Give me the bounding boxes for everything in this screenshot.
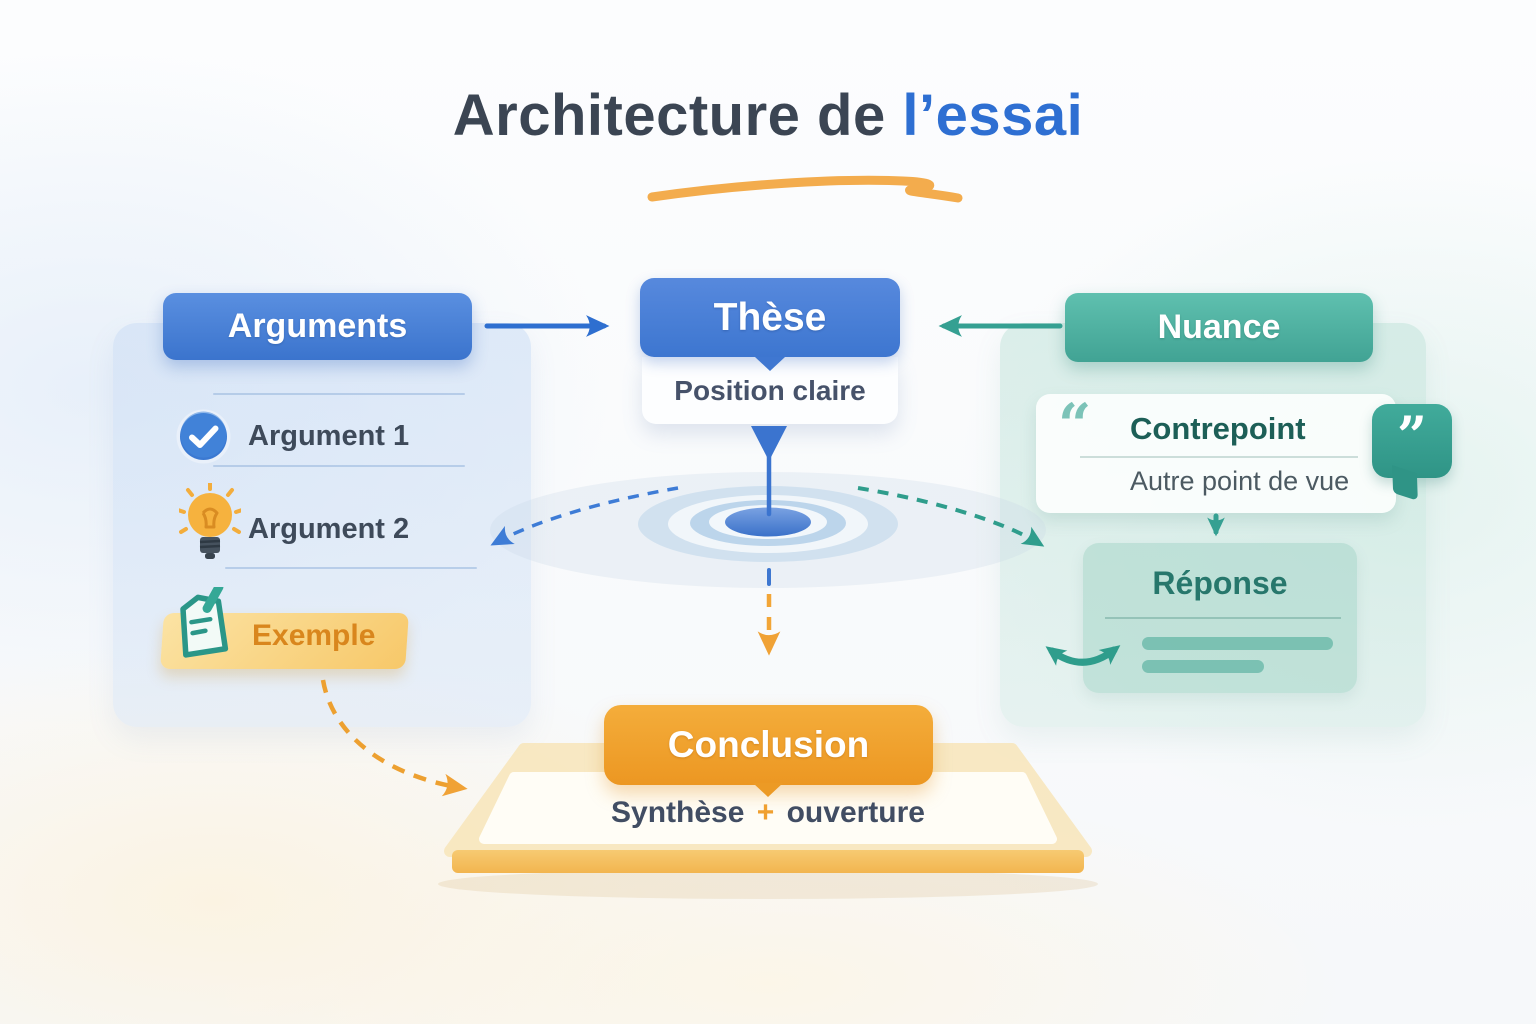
open-quote-icon: “ [1058,391,1092,459]
synthese-label: Synthèse [611,796,745,829]
nuance-header: Nuance [1065,293,1373,362]
exemple-label: Exemple [252,619,376,652]
lightbulb-icon [179,483,241,559]
check-circle-icon [176,409,231,464]
conclusion-pointer [753,783,783,797]
contrepoint-card: “ Contrepoint Autre point de vue [1036,394,1396,513]
reponse-card: Réponse [1083,543,1357,693]
these-title: Thèse [640,278,900,357]
divider [225,567,477,569]
contrepoint-title: Contrepoint [1130,411,1306,446]
page-title-accent: l’essai [902,83,1084,148]
nuance-panel: Nuance “ Contrepoint Autre point de vue … [1000,293,1426,727]
ripple-target [638,486,898,562]
conclusion-subtitle: Synthèse + ouverture [530,796,1006,830]
divider [213,393,465,395]
plus-sign: + [756,796,775,829]
these-down-arrowhead [751,426,787,461]
close-quote-icon: ” [1397,406,1427,467]
note-pencil-icon [180,587,229,658]
text-placeholder-bar [1142,660,1264,673]
arguments-panel: Arguments Argument 1 [113,293,531,727]
divider [1105,617,1341,619]
these-pointer [755,357,785,371]
arguments-header: Arguments [163,293,472,360]
these-card: Position claire Thèse [640,278,900,424]
argument-1-label: Argument 1 [248,420,410,452]
contrepoint-subtitle: Autre point de vue [1130,466,1350,496]
reponse-title: Réponse [1152,565,1288,601]
divider [213,465,465,467]
conclusion-box: Conclusion [604,705,933,785]
text-placeholder-bar [1142,637,1333,650]
ouverture-label: ouverture [786,796,925,829]
page-title: Architecture de l’essai [0,84,1536,148]
divider [1080,456,1358,458]
argument-2-label: Argument 2 [248,513,410,545]
title-underline-swoosh [647,175,963,203]
ripple-platform [490,472,1046,588]
quote-bubble: ” [1372,404,1452,478]
page-title-main: Architecture de [452,83,903,148]
these-subtitle: Position claire [642,357,898,424]
